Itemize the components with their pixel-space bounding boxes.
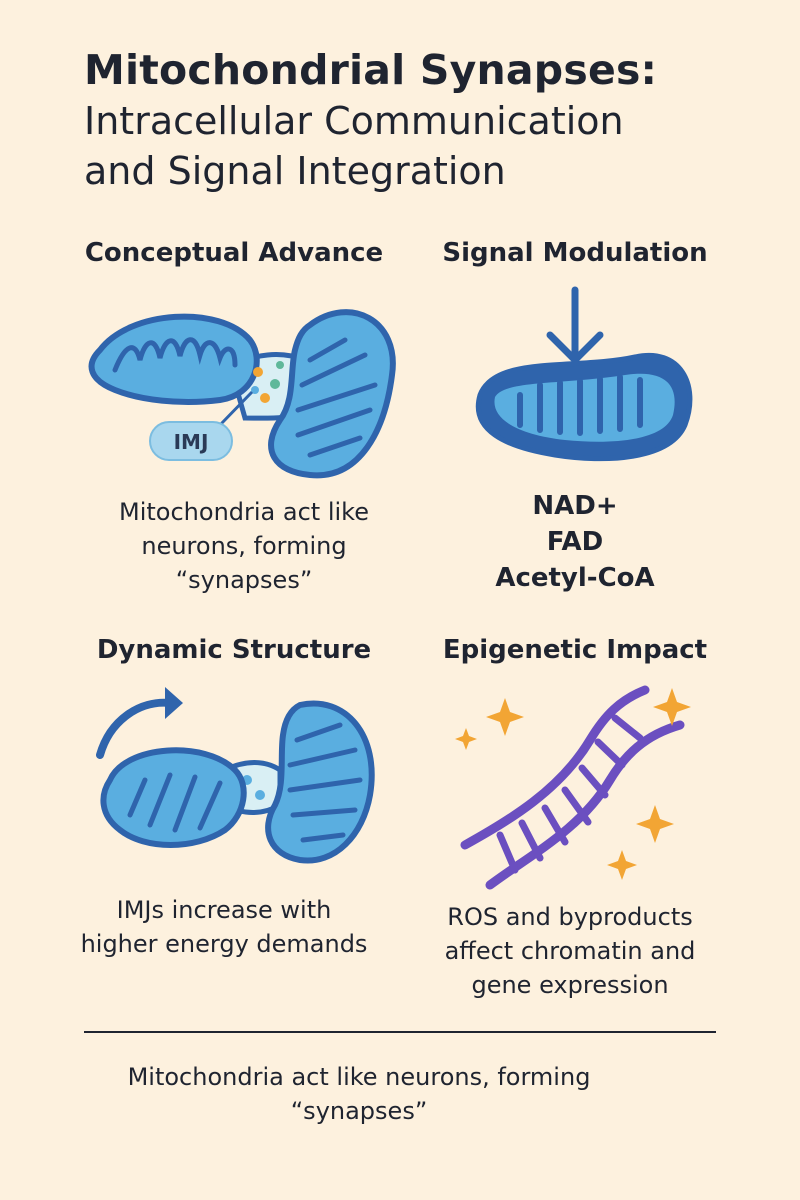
dynamic-caption: IMJs increase with higher energy demands [64,893,384,961]
molecule-dot [270,379,280,389]
dynamic-structure-illustration [96,687,375,864]
epigenetic-caption-line1: ROS and byproducts [447,903,693,931]
dynamic-structure-heading: Dynamic Structure [96,635,372,665]
molecule-dot [260,393,270,403]
epigenetic-caption: ROS and byproducts affect chromatin and … [420,900,720,1002]
conceptual-caption-line2: neurons, forming [141,532,347,560]
molecule-nad: NAD+ [532,491,618,521]
imj-label: IMJ [174,430,209,454]
left-cristae [112,337,238,373]
epigenetic-caption-line3: gene expression [471,971,669,999]
arrow-down-icon [546,286,604,364]
right-mitochondrion [265,700,375,864]
left-mitochondrion [88,313,260,405]
molecule-dot [253,367,263,377]
callout-line [218,390,254,427]
sparkle-icons [455,688,691,880]
conceptual-caption: Mitochondria act like neurons, forming “… [84,495,404,597]
footer-divider [84,1031,716,1033]
right-mitochondrion [268,309,396,479]
mitochondria-synapse-illustration: IMJ [88,309,396,479]
conceptual-caption-line3: “synapses” [175,566,313,594]
left-mitochondrion [100,747,247,848]
signal-modulation-illustration [475,286,693,462]
title-block: Mitochondrial Synapses: Intracellular Co… [84,44,774,196]
epigenetic-impact-heading: Epigenetic Impact [442,635,708,665]
molecule-acetyl-coa: Acetyl-CoA [495,563,655,593]
right-cristae [295,337,378,458]
curved-arrow-icon [96,687,183,759]
dna-illustration [455,685,691,890]
molecule-dot [276,361,284,369]
footer-line1: Mitochondria act like neurons, forming [127,1063,591,1091]
footer-note: Mitochondria act like neurons, forming “… [84,1060,634,1128]
signal-modulation-heading: Signal Modulation [442,238,708,268]
mitochondrion-cristae [517,374,643,436]
page-title: Mitochondrial Synapses: [84,46,658,94]
dynamic-caption-line2: higher energy demands [80,930,368,958]
right-cristae [287,722,363,843]
molecule-dot [255,790,265,800]
molecule-fad: FAD [546,527,604,557]
footer-line2: “synapses” [290,1097,428,1125]
conceptual-advance-heading: Conceptual Advance [84,238,384,268]
dna-helix-icon [460,685,685,890]
signal-molecules: NAD+ FAD Acetyl-CoA [440,488,710,596]
epigenetic-caption-line2: affect chromatin and [444,937,696,965]
page-subtitle-line2: and Signal Integration [84,149,506,193]
imj-callout [149,421,233,461]
dynamic-caption-line1: IMJs increase with [116,896,332,924]
molecule-dot [251,386,259,394]
page-subtitle-line1: Intracellular Communication [84,99,624,143]
conceptual-caption-line1: Mitochondria act like [119,498,369,526]
left-cristae [127,772,223,833]
